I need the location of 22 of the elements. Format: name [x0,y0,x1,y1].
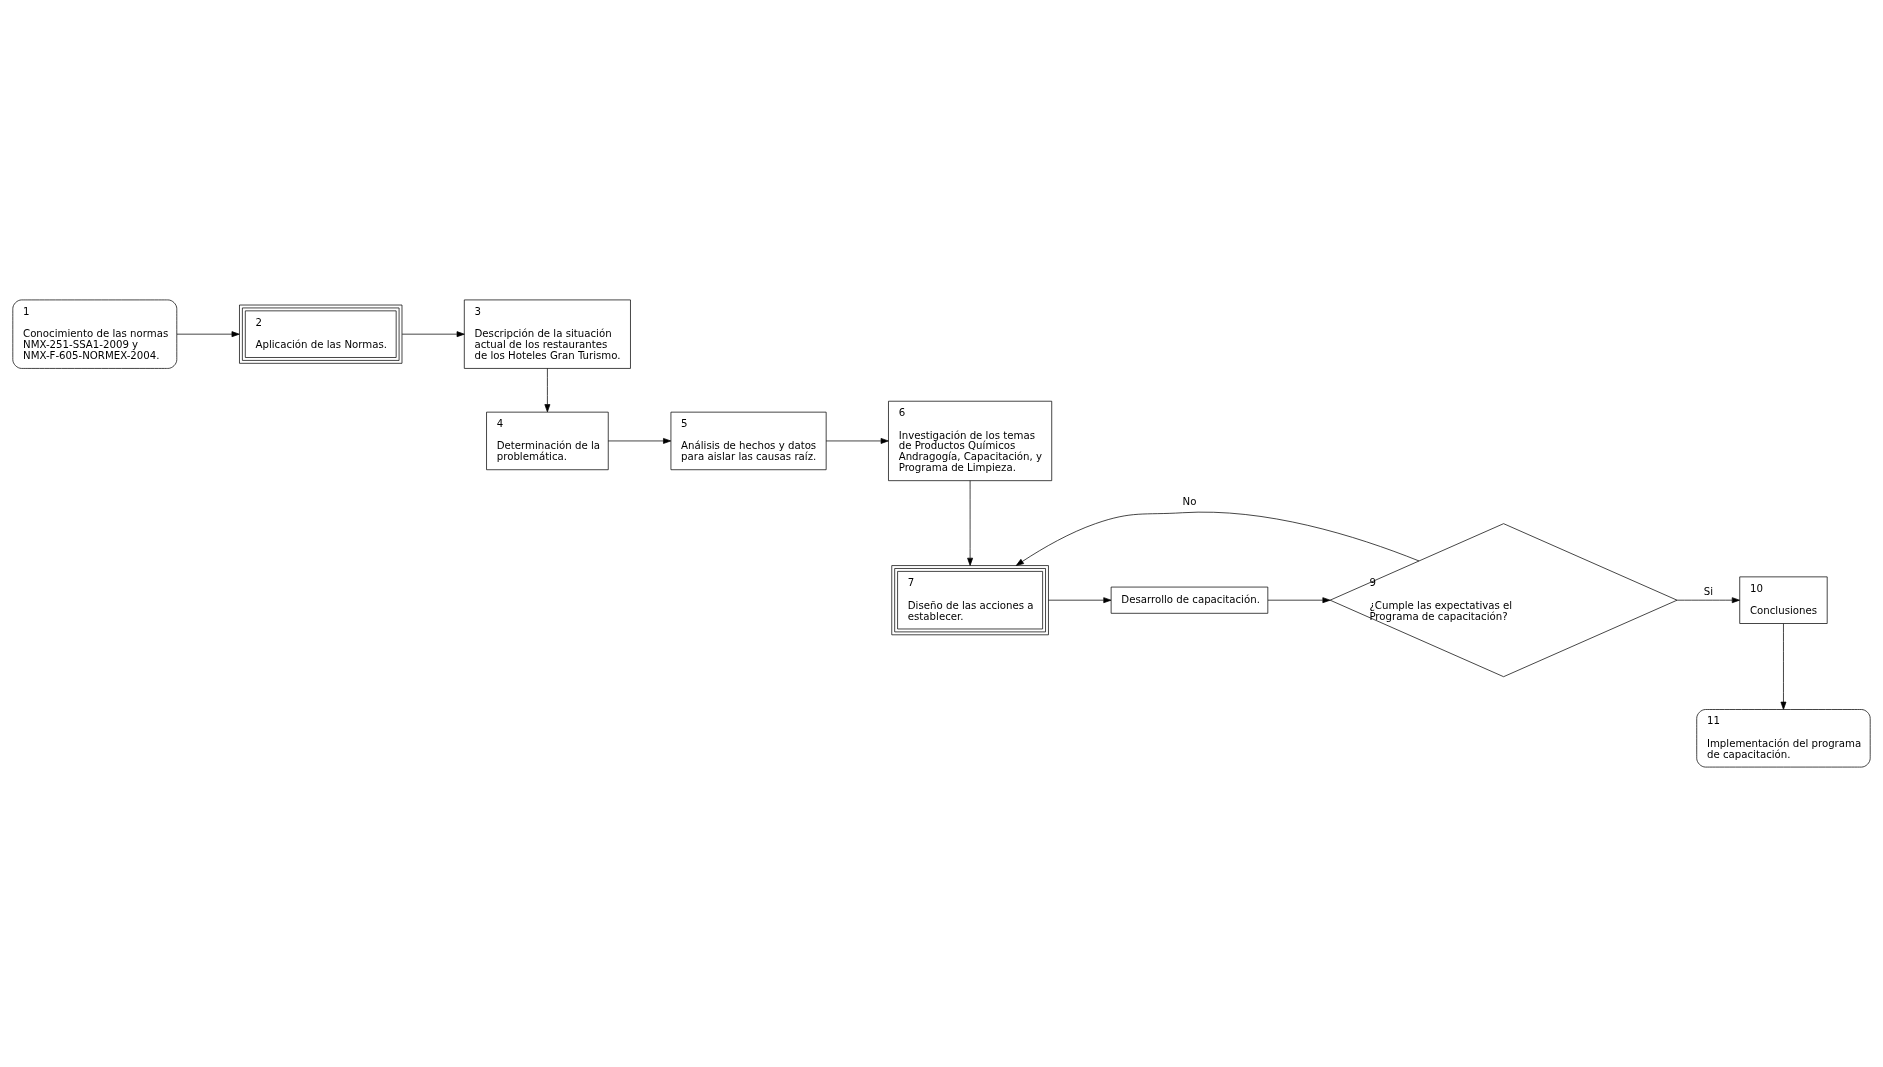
node-box: 3 Descripción de la situación actual de los restaurantes de los Hoteles Gran Turismo. [463,299,631,369]
arrow [1015,511,1420,566]
arrow [401,331,465,338]
edge-label: Si [1703,586,1714,598]
node-diamond: 9 ¿Cumple las expectativas el Programa de capacitación? [1329,523,1678,678]
arrow [607,438,672,444]
arrow [825,438,889,444]
node-box: 10 Conclusiones [1739,576,1828,624]
node-box: 5 Análisis de hechos y datos para aislar las causas raíz. [670,411,827,471]
node-box: 4 Determinación de la problemática. [486,411,609,471]
arrow [1048,597,1112,604]
node-box: Desarrollo de capacitación. [1110,586,1269,614]
arrow [1676,597,1740,604]
edge-label: No [1182,495,1197,507]
arrow [1267,597,1331,604]
node-box: 1 Conocimiento de las normas NMX-251-SSA1-2009 y NMX-F-605-NORMEX-2004. [12,299,178,369]
node-box: 11 Implementación del programa de capacitación. [1696,709,1871,768]
arrow [176,331,240,338]
arrow [1780,623,1787,710]
node-box: 6 Investigación de los temas de Productos Químicos Andragogía, Capacitación, y Programa de Limpieza. [888,400,1053,482]
arrow [544,368,551,413]
arrow [967,480,974,566]
